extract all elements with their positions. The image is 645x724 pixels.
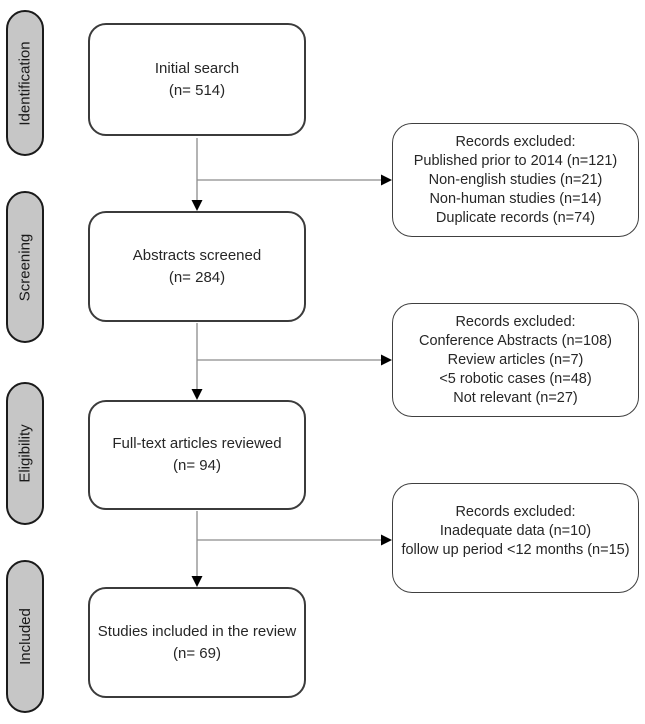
exclusion-box-screening: Records excluded: Conference Abstracts (…: [392, 303, 639, 417]
stage-label-screening: Screening: [6, 191, 44, 343]
exclusion-item: Duplicate records (n=74): [435, 209, 596, 226]
exclusion-title: Records excluded:: [455, 313, 576, 330]
exclusion-box-identification: Records excluded: Published prior to 201…: [392, 123, 639, 237]
flow-box-title: Initial search: [154, 59, 240, 77]
stage-text: Identification: [16, 40, 34, 126]
exclusion-item: Conference Abstracts (n=108): [418, 332, 613, 349]
stage-text: Screening: [16, 233, 34, 301]
exclusion-item: Published prior to 2014 (n=121): [413, 152, 618, 169]
stage-label-identification: Identification: [6, 10, 44, 156]
flow-box-fulltext-reviewed: Full-text articles reviewed (n= 94): [88, 400, 306, 510]
arrowhead-right-icon: [381, 174, 392, 186]
flow-box-count: (n= 69): [173, 644, 221, 662]
arrowhead-down-icon: [191, 200, 203, 211]
flow-box-count: (n= 284): [168, 268, 226, 286]
exclusion-item: follow up period <12 months (n=15): [401, 541, 630, 558]
arrowhead-down-icon: [191, 389, 203, 400]
stage-label-eligibility: Eligibility: [6, 382, 44, 525]
exclusion-item: Inadequate data (n=10): [439, 522, 592, 539]
arrowhead-right-icon: [381, 534, 392, 546]
exclusion-item: <5 robotic cases (n=48): [439, 370, 592, 387]
flow-box-title: Full-text articles reviewed: [112, 435, 282, 452]
exclusion-box-eligibility: Records excluded: Inadequate data (n=10)…: [392, 483, 639, 593]
stage-text: Eligibility: [16, 424, 34, 483]
exclusion-title: Records excluded:: [455, 133, 576, 150]
arrowhead-down-icon: [191, 576, 203, 587]
exclusion-title: Records excluded:: [455, 503, 576, 520]
flow-box-abstracts-screened: Abstracts screened (n= 284): [88, 211, 306, 322]
stage-text: Included: [16, 608, 34, 665]
flow-box-studies-included: Studies included in the review (n= 69): [88, 587, 306, 698]
arrowhead-right-icon: [381, 354, 392, 366]
exclusion-item: Review articles (n=7): [447, 351, 584, 368]
flow-box-initial-search: Initial search (n= 514): [88, 23, 306, 136]
flow-box-title: Studies included in the review: [97, 622, 297, 640]
flow-box-title: Abstracts screened: [132, 246, 262, 264]
exclusion-item: Not relevant (n=27): [453, 389, 578, 406]
flow-box-count: (n= 94): [173, 457, 221, 474]
flow-box-count: (n= 514): [168, 81, 226, 99]
exclusion-item: Non-human studies (n=14): [429, 190, 602, 207]
stage-label-included: Included: [6, 560, 44, 713]
exclusion-item: Non-english studies (n=21): [428, 171, 603, 188]
